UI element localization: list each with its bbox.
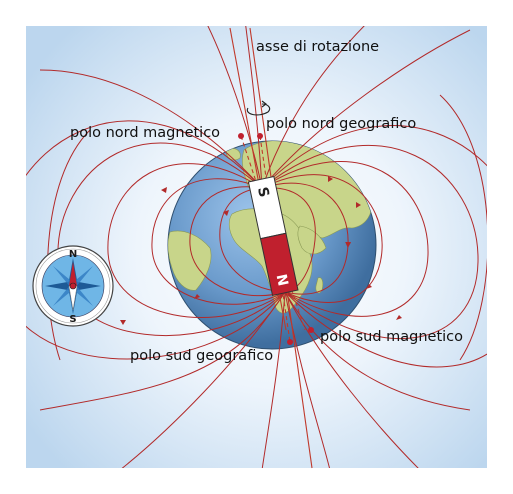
label-rotation-axis: asse di rotazione	[256, 39, 379, 55]
magnetic-north-dot	[238, 133, 244, 139]
field-line	[39, 291, 286, 411]
field-line	[261, 160, 429, 317]
compass-rose-icon: N S	[32, 245, 114, 327]
labels: asse di rotazione polo nord magnetico po…	[70, 39, 463, 364]
geographic-south-dot	[287, 339, 293, 345]
compass-south-letter: S	[69, 314, 76, 325]
field-line	[261, 145, 479, 340]
field-line	[261, 182, 352, 295]
field-line	[107, 163, 286, 318]
compass-needle-north	[69, 262, 77, 286]
south-america-landmass	[168, 230, 212, 291]
field-line	[439, 94, 487, 361]
label-magnetic-north-pole: polo nord magnetico	[70, 125, 220, 141]
field-line	[261, 125, 487, 368]
label-geographic-south-pole: polo sud geografico	[130, 348, 273, 364]
field-line	[261, 26, 365, 189]
field-line	[39, 69, 263, 189]
rotation-arrow-icon	[246, 100, 271, 116]
label-geographic-north-pole: polo nord geografico	[266, 116, 416, 132]
field-line	[284, 291, 419, 468]
field-line	[189, 186, 286, 297]
magnet-n-half	[259, 232, 299, 297]
field-line	[219, 187, 286, 293]
field-line	[207, 26, 263, 189]
field-line	[245, 26, 263, 189]
compass-north-letter: N	[69, 249, 77, 260]
field-line	[26, 120, 286, 360]
magnetic-south-dot	[308, 327, 314, 333]
geographic-north-dot	[257, 133, 263, 139]
magnet-n-letter: N	[273, 273, 291, 288]
field-direction-arrows	[120, 176, 402, 325]
field-line	[284, 291, 471, 411]
field-line	[261, 187, 316, 293]
field-line	[261, 29, 471, 189]
bar-magnet-icon: S N	[247, 175, 299, 297]
field-line	[47, 129, 91, 361]
label-magnetic-south-pole: polo sud magnetico	[320, 329, 463, 345]
magnet-s-letter: S	[254, 186, 272, 199]
field-line	[151, 178, 286, 305]
field-line	[261, 174, 383, 304]
pole-markers	[238, 133, 314, 345]
magnetic-axis-dashed	[240, 135, 306, 331]
